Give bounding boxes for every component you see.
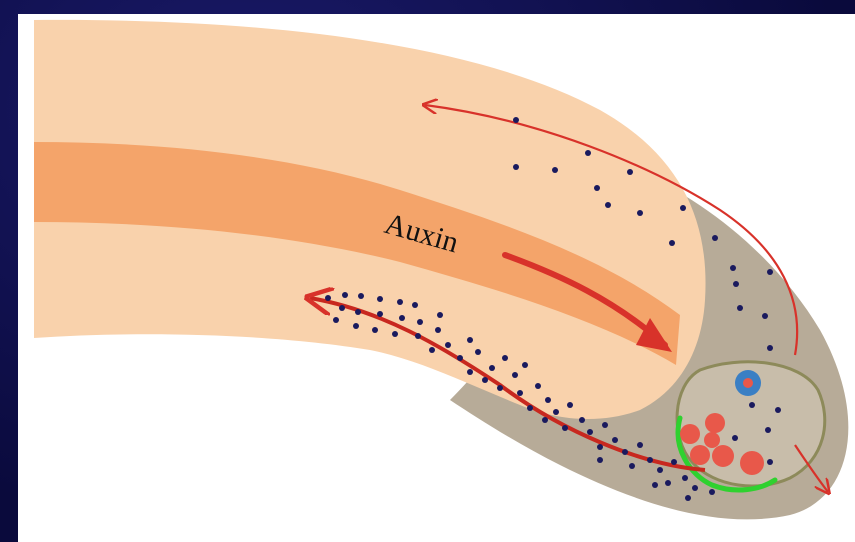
auxin-dot: [767, 345, 773, 351]
auxin-dot: [535, 383, 541, 389]
auxin-dot: [612, 437, 618, 443]
auxin-dot: [605, 202, 611, 208]
auxin-dot: [353, 323, 359, 329]
auxin-dot: [542, 417, 548, 423]
auxin-dot: [669, 240, 675, 246]
auxin-dot: [497, 385, 503, 391]
auxin-dot: [733, 281, 739, 287]
auxin-dot: [767, 459, 773, 465]
auxin-dot: [587, 429, 593, 435]
amyloplast: [712, 445, 734, 467]
auxin-dot: [377, 311, 383, 317]
amyloplast: [740, 451, 764, 475]
auxin-dot: [692, 485, 698, 491]
auxin-dot: [358, 293, 364, 299]
auxin-dot: [627, 169, 633, 175]
auxin-dot: [372, 327, 378, 333]
nucleolus: [743, 378, 753, 388]
auxin-dot: [342, 292, 348, 298]
amyloplast: [690, 445, 710, 465]
auxin-dot: [685, 495, 691, 501]
auxin-dot: [513, 117, 519, 123]
auxin-dot: [567, 402, 573, 408]
auxin-dot: [482, 377, 488, 383]
auxin-dot: [417, 319, 423, 325]
auxin-dot: [682, 475, 688, 481]
auxin-dot: [415, 333, 421, 339]
auxin-dot: [467, 369, 473, 375]
auxin-dot: [522, 362, 528, 368]
amyloplast: [704, 432, 720, 448]
auxin-dot: [597, 457, 603, 463]
auxin-dot: [671, 459, 677, 465]
auxin-dot: [597, 444, 603, 450]
auxin-dot: [749, 402, 755, 408]
auxin-dot: [585, 150, 591, 156]
auxin-dot: [647, 457, 653, 463]
auxin-dot: [767, 269, 773, 275]
auxin-dot: [594, 185, 600, 191]
auxin-dot: [775, 407, 781, 413]
auxin-dot: [512, 372, 518, 378]
auxin-dot: [325, 295, 331, 301]
auxin-dot: [765, 427, 771, 433]
auxin-dot: [712, 235, 718, 241]
auxin-dot: [657, 467, 663, 473]
auxin-dot: [489, 365, 495, 371]
auxin-dot: [762, 313, 768, 319]
auxin-dot: [355, 309, 361, 315]
auxin-dot: [527, 405, 533, 411]
auxin-dot: [730, 265, 736, 271]
auxin-dot: [579, 417, 585, 423]
auxin-dot: [545, 397, 551, 403]
auxin-dot: [339, 305, 345, 311]
auxin-dot: [652, 482, 658, 488]
auxin-dot: [637, 442, 643, 448]
auxin-dot: [680, 205, 686, 211]
auxin-dot: [517, 390, 523, 396]
auxin-dot: [445, 342, 451, 348]
auxin-dot: [629, 463, 635, 469]
auxin-dot: [333, 317, 339, 323]
auxin-dot: [602, 422, 608, 428]
auxin-dot: [665, 480, 671, 486]
auxin-dot: [622, 449, 628, 455]
auxin-dot: [467, 337, 473, 343]
auxin-dot: [562, 425, 568, 431]
amyloplast: [705, 413, 725, 433]
auxin-dot: [637, 210, 643, 216]
auxin-dot: [412, 302, 418, 308]
amyloplast: [680, 424, 700, 444]
auxin-dot: [552, 167, 558, 173]
auxin-dot: [437, 312, 443, 318]
auxin-dot: [513, 164, 519, 170]
auxin-dot: [397, 299, 403, 305]
auxin-dot: [732, 435, 738, 441]
auxin-dot: [457, 355, 463, 361]
auxin-dot: [399, 315, 405, 321]
auxin-dot: [709, 489, 715, 495]
auxin-dot: [429, 347, 435, 353]
auxin-dot: [377, 296, 383, 302]
auxin-dot: [553, 409, 559, 415]
auxin-dot: [475, 349, 481, 355]
auxin-dot: [435, 327, 441, 333]
auxin-dot: [502, 355, 508, 361]
auxin-dot: [737, 305, 743, 311]
auxin-dot: [392, 331, 398, 337]
